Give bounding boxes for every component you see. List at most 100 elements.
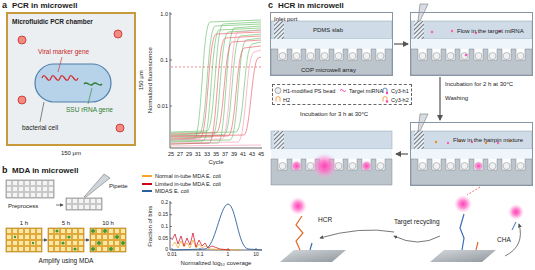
- legend-line-swatch: [142, 175, 152, 177]
- hcr-panels-art-part: [411, 21, 532, 75]
- hcr-panels-art-part: [474, 161, 484, 171]
- legend-icons: [275, 88, 388, 103]
- figure-label: 1 h: [20, 220, 28, 227]
- figure-label: 0.01: [167, 252, 177, 258]
- figure-label: 0.1: [160, 57, 168, 63]
- hcr-cha-scheme-part: [310, 243, 312, 250]
- step-note-holder: Incubation for 2 h at 30°C: [445, 81, 513, 88]
- figure-label: 35: [213, 151, 219, 157]
- hcr-cha-scheme-part: [454, 195, 472, 213]
- coverage-chart-part: [170, 201, 171, 250]
- figure-label: Target recycling: [394, 218, 440, 225]
- figure-label-holder: Fraction of bins: [147, 205, 154, 246]
- figure-label: Viral marker gene: [38, 48, 89, 55]
- hcr-panels-art-part: [312, 153, 338, 179]
- figure-label-holder: SSU rRNA gene: [66, 106, 113, 113]
- figure-label: 0.01: [157, 103, 168, 109]
- figure-label-holder: Amplify using MDA: [39, 257, 94, 264]
- step-note: Incubation for 2 h at 30°C: [445, 81, 513, 88]
- legend-text-holder: MIDAS E. coli: [155, 188, 189, 194]
- figure-label-holder: Normalized fluorescence: [147, 47, 154, 113]
- fluorescence-chart-part: [170, 12, 171, 148]
- legend-text: Normal in-tube MDA E. coli: [155, 173, 221, 179]
- node-text-holder: COP microwell array: [301, 67, 356, 74]
- figure-label: Cycle: [208, 159, 223, 166]
- figure-label-holder: PCR in microwell: [12, 2, 77, 11]
- figure-label: Incubation for 3 h at 30°C: [300, 111, 368, 118]
- pcr-chamber-art-part: [40, 102, 44, 122]
- hcr-panels-art-part: [411, 131, 532, 185]
- node-text-holder: H2: [283, 97, 290, 103]
- node-text-holder: H1-modified PS bead: [283, 88, 335, 94]
- microwell-panel: Flow in the target miRNA: [410, 12, 533, 76]
- hcr-panels-art-part: [396, 153, 408, 154]
- flow-arrow: [439, 77, 440, 120]
- figure-label: b: [2, 166, 8, 176]
- hcr-panels-art-part-part: [431, 31, 433, 33]
- figure-label: Preprocess: [8, 203, 38, 210]
- figure-label-holder: 27: [177, 151, 183, 157]
- fluorescence-chart-part-part: [171, 50, 261, 143]
- mda-workflow-art-part-part: [32, 242, 34, 244]
- figure-label-holder: CHA: [497, 236, 511, 243]
- figure-label-holder: c: [268, 1, 273, 11]
- mda-workflow-art-part-part: [91, 247, 95, 251]
- hcr-panels-art-part: [271, 131, 392, 185]
- mda-workflow-art-part: [6, 228, 42, 252]
- hcr-panels-art-part-part: [435, 141, 437, 143]
- legend-icons-part: [386, 92, 388, 94]
- hcr-panels-art-part-part: [447, 142, 449, 144]
- flow-arrow: [394, 43, 408, 44]
- figure-label: 150 μm: [138, 70, 145, 90]
- node-text: H1-modified PS bead: [283, 88, 335, 94]
- figure-label: 10: [253, 252, 259, 258]
- hcr-cha-scheme-part: [394, 236, 440, 242]
- hcr-cha-scheme-part: [289, 197, 307, 215]
- mda-workflow-art-part-part: [73, 247, 76, 250]
- figure-label: Washing: [445, 95, 468, 102]
- hcr-panels-art: [271, 4, 532, 195]
- figure-label-holder: Cycle: [208, 159, 223, 166]
- figure-label-holder: HCR in microwell: [278, 2, 344, 11]
- figure-label: HCR in microwell: [278, 2, 344, 11]
- figure-label-holder: 43: [249, 151, 255, 157]
- fluorescence-chart-part-part: [171, 40, 261, 134]
- mda-workflow-art-part: [48, 228, 84, 252]
- hcr-cha-scheme-part: [460, 214, 464, 250]
- coverage-chart-part: [172, 204, 262, 250]
- figure-label: 150 μm: [61, 150, 81, 157]
- fluorescence-chart-part: [170, 148, 262, 149]
- figure-label-holder: 0.01: [167, 252, 177, 258]
- figure-label-holder: Viral marker gene: [38, 48, 89, 55]
- figure-label-holder: 0.15: [158, 212, 168, 218]
- mda-workflow-art-part-part: [67, 235, 70, 238]
- node-text-holder: Target miRNA: [349, 88, 383, 94]
- mda-workflow-art-part-part: [109, 247, 113, 251]
- node-text: PDMS slab: [313, 27, 343, 34]
- pcr-chamber-art-part: [116, 124, 124, 132]
- figure-label: MDA in microwell: [12, 167, 78, 176]
- node-text: H2: [283, 97, 290, 103]
- mda-workflow-art-part: [14, 229, 125, 251]
- pcr-chamber-art-part: [7, 13, 135, 145]
- figure-label: 41: [240, 151, 246, 157]
- hcr-panels-art-part: [291, 160, 303, 172]
- figure-label-holder: 25: [168, 151, 174, 157]
- figure-label: Normalized fluorescence: [147, 47, 154, 113]
- legend-line-swatch: [142, 190, 152, 192]
- figure-label: 1.0: [160, 11, 168, 17]
- node-text-holder: Cy3-h1: [391, 88, 409, 94]
- mda-workflow-art-part: [90, 228, 126, 252]
- figure-label: 1: [227, 252, 230, 258]
- hcr-cha-scheme-part: [476, 242, 478, 250]
- legend-text-holder: Limited in-tube MDA E. coli: [155, 181, 221, 187]
- pcr-chamber-art-part: [35, 64, 111, 102]
- fluorescence-chart-part-part: [171, 36, 261, 144]
- fluorescence-chart-part-part: [171, 38, 261, 141]
- figure-label: 43: [249, 151, 255, 157]
- mda-workflow-art-part-part: [61, 241, 64, 244]
- hcr-cha-scheme-part: [296, 216, 303, 250]
- hcr-panels-art-part-part: [465, 54, 468, 57]
